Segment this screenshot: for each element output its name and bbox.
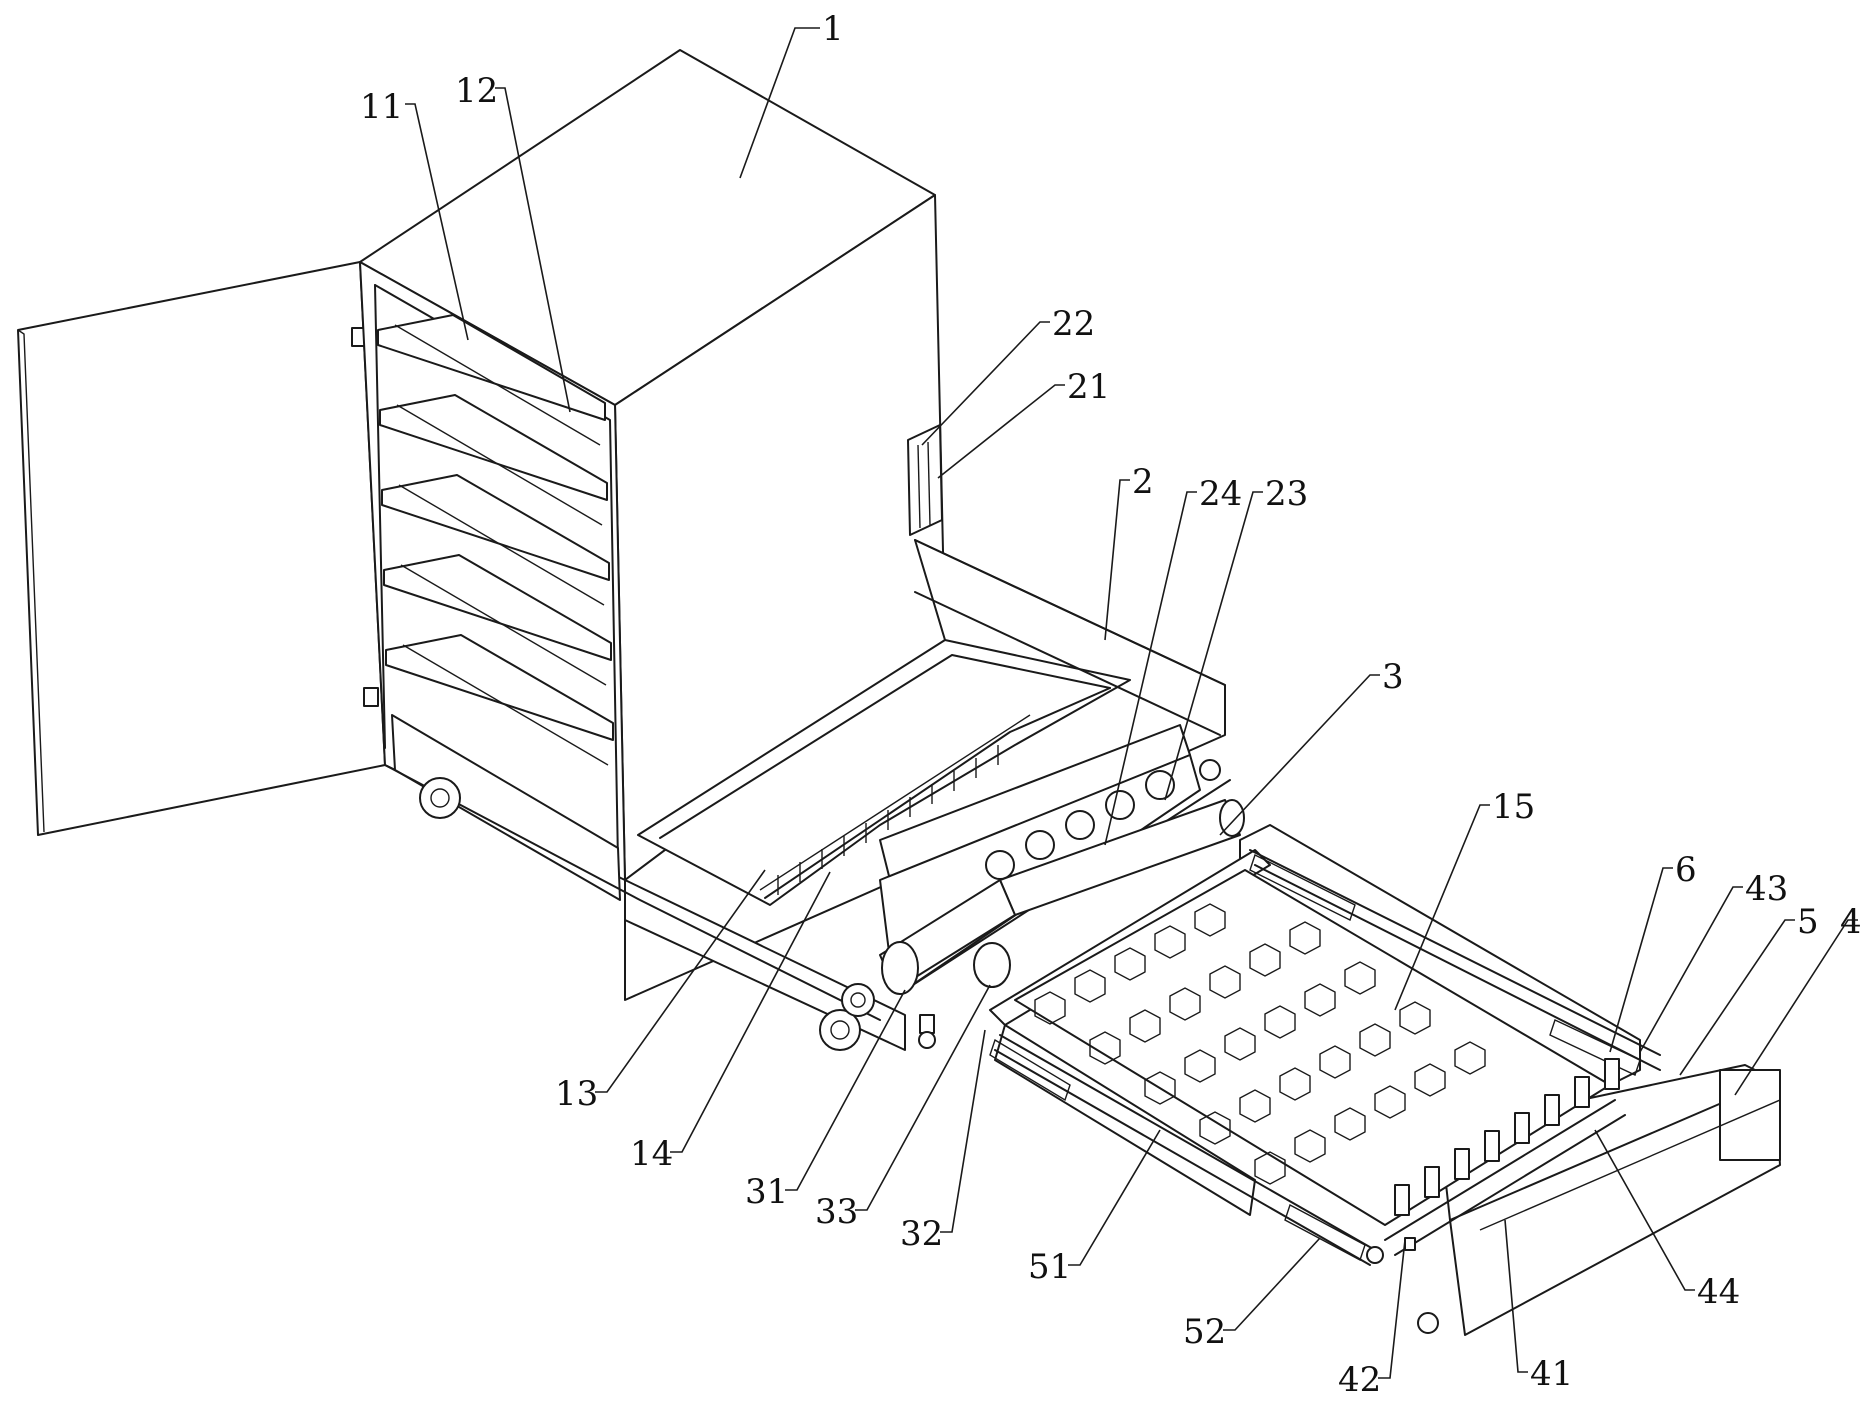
shelves [377,314,614,766]
label-12: 12 [455,71,498,111]
label-5: 5 [1797,902,1819,942]
spring-rods [989,849,1661,1266]
label-6: 6 [1675,850,1697,890]
label-3: 3 [1382,657,1404,697]
tray-frame [989,824,1781,1336]
label-23: 23 [1265,474,1308,514]
label-42: 42 [1338,1360,1381,1400]
label-52: 52 [1183,1312,1226,1352]
label-22: 22 [1052,304,1095,344]
base-frame [384,539,1226,1051]
label-11: 11 [360,87,403,127]
label-4: 4 [1840,902,1862,942]
label-32: 32 [900,1214,943,1254]
label-13: 13 [555,1074,598,1114]
label-2: 2 [1132,462,1154,502]
label-21: 21 [1067,367,1110,407]
label-33: 33 [815,1192,858,1232]
side-bracket [907,424,943,536]
label-44: 44 [1697,1272,1740,1312]
label-14: 14 [630,1134,673,1174]
reference-numerals: 1 11 12 22 21 2 24 23 3 15 6 43 5 4 13 1… [360,9,1862,1400]
cabinet-door [17,261,386,836]
label-24: 24 [1199,474,1242,514]
label-43: 43 [1745,869,1788,909]
label-1: 1 [822,9,844,49]
label-31: 31 [745,1172,788,1212]
cabinet-body [359,49,946,901]
hex-mesh [1014,869,1611,1226]
label-15: 15 [1492,787,1535,827]
roller-shaft [841,799,1245,1049]
scraper-blades [1384,1058,1626,1256]
leader-lines [405,27,1858,1379]
label-51: 51 [1028,1247,1071,1287]
label-41: 41 [1530,1354,1573,1394]
water-tank-comb [759,714,1031,895]
